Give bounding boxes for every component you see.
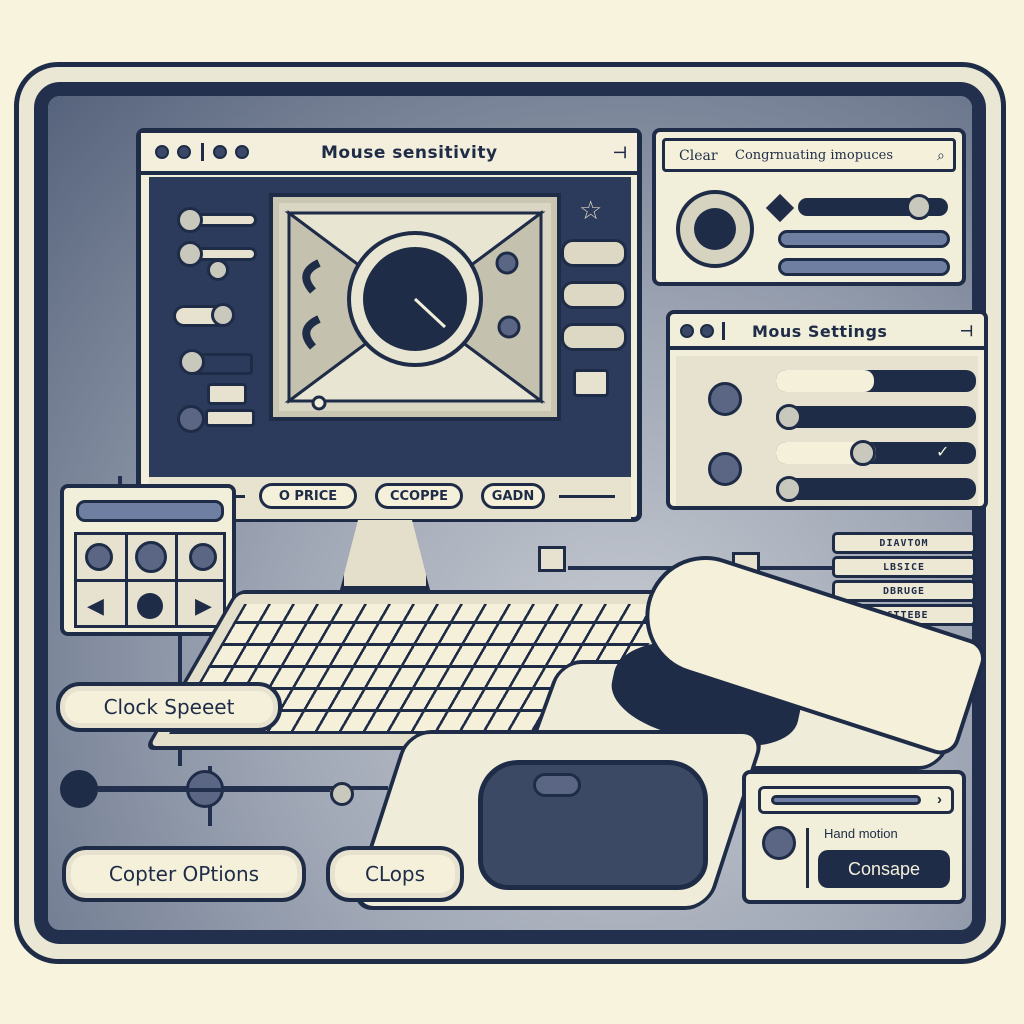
line-knob[interactable]: [60, 770, 98, 808]
connector-node: [538, 546, 566, 572]
option-bar[interactable]: [778, 230, 950, 248]
star-icon[interactable]: ☆: [579, 195, 603, 225]
setting-slider-3[interactable]: ✓: [776, 440, 976, 466]
titlebar-divider: [722, 322, 725, 340]
clock-speed-label: Clock Speeet: [103, 695, 235, 719]
menu-icon[interactable]: [573, 369, 609, 397]
hand-motion-input[interactable]: ›: [758, 786, 954, 814]
diamond-icon: [765, 193, 795, 223]
connector-line: [806, 828, 809, 888]
control-knob[interactable]: [189, 543, 217, 571]
window-control-icon[interactable]: [177, 145, 191, 159]
search-panel: Clear Congrnuating imopuces ⌕: [652, 128, 966, 286]
window-control-icon[interactable]: [680, 324, 694, 338]
right-arrow-icon[interactable]: [559, 495, 615, 498]
minimize-icon[interactable]: ⊣: [960, 323, 974, 340]
search-input[interactable]: Congrnuating imopuces: [735, 148, 894, 163]
side-button[interactable]: [561, 323, 627, 351]
option-bar[interactable]: [778, 258, 950, 276]
speed-dial[interactable]: [676, 190, 754, 268]
hand-motion-panel: › Hand motion Consape: [742, 770, 966, 904]
toggle-switch[interactable]: [205, 409, 255, 427]
side-button[interactable]: [561, 239, 627, 267]
mouse-settings-title: Mous Settings: [752, 322, 888, 341]
nav-button[interactable]: CCOPPE: [375, 483, 463, 509]
list-button[interactable]: DIAVTOM: [832, 532, 976, 554]
clops-label: CLops: [364, 862, 426, 886]
slider-knob[interactable]: [906, 194, 932, 220]
slider-knob[interactable]: [207, 259, 229, 281]
checkmark-icon: ✓: [936, 444, 950, 461]
list-button[interactable]: DBRUGE: [832, 580, 976, 602]
setting-slider-2[interactable]: [776, 404, 976, 430]
mini-control-panel: ◀ ▶: [60, 484, 236, 636]
setting-knob[interactable]: [708, 452, 742, 486]
setting-knob[interactable]: [708, 382, 742, 416]
slider-knob[interactable]: [177, 405, 205, 433]
computer-options-button[interactable]: Copter OPtions: [62, 846, 306, 902]
mini-panel-grid: ◀ ▶: [74, 532, 226, 628]
sensitivity-screen: ☆: [149, 177, 631, 477]
setting-slider-4[interactable]: [776, 476, 976, 502]
mini-panel-header: [76, 500, 224, 522]
hand-motion-label: Hand motion: [824, 826, 898, 841]
window-control-icon[interactable]: [155, 145, 169, 159]
slider-knob[interactable]: [850, 440, 876, 466]
nav-button[interactable]: O PRICE: [259, 483, 357, 509]
side-button[interactable]: [561, 281, 627, 309]
input-fill: [771, 795, 921, 805]
nav-button[interactable]: GADN: [481, 483, 545, 509]
window-control-icon[interactable]: [235, 145, 249, 159]
clock-speed-button[interactable]: Clock Speeet: [56, 682, 282, 732]
left-arrow-icon[interactable]: ◀: [87, 593, 104, 618]
mouse-icon[interactable]: [478, 760, 708, 890]
clops-button[interactable]: CLops: [326, 846, 464, 902]
search-bar[interactable]: Clear Congrnuating imopuces ⌕: [662, 138, 956, 172]
list-button[interactable]: LBSICE: [832, 556, 976, 578]
computer-options-label: Copter OPtions: [108, 862, 260, 886]
slider-knob[interactable]: [776, 404, 802, 430]
window-title: Mouse sensitivity: [321, 143, 498, 163]
control-knob[interactable]: [85, 543, 113, 571]
slider-knob[interactable]: [177, 241, 203, 267]
main-window: Mouse sensitivity ⊣: [136, 128, 642, 522]
window-control-icon[interactable]: [213, 145, 227, 159]
toggle-knob[interactable]: [179, 349, 205, 375]
line-knob[interactable]: [330, 782, 354, 806]
scroll-wheel-icon[interactable]: [533, 773, 581, 797]
dial-graphic: [284, 210, 546, 411]
slider-fill: [776, 370, 874, 392]
mouse-settings-titlebar: Mous Settings ⊣: [670, 314, 984, 350]
clear-label[interactable]: Clear: [679, 148, 718, 164]
minimize-icon[interactable]: ⊣: [613, 145, 627, 162]
slider-knob[interactable]: [776, 476, 802, 502]
right-arrow-icon[interactable]: ▶: [195, 593, 212, 618]
connector-line: [568, 566, 972, 570]
sensitivity-dial-panel: [269, 193, 561, 421]
motion-knob[interactable]: [762, 826, 796, 860]
connector-line: [98, 788, 330, 792]
titlebar-divider: [201, 143, 204, 161]
chevron-right-icon[interactable]: ›: [937, 791, 942, 808]
toggle-switch[interactable]: [207, 383, 247, 405]
window-titlebar: Mouse sensitivity ⊣: [141, 133, 637, 175]
slider-knob[interactable]: [177, 207, 203, 233]
window-control-icon[interactable]: [700, 324, 714, 338]
center-knob[interactable]: [137, 593, 163, 619]
setting-slider-1[interactable]: [776, 370, 976, 392]
search-icon[interactable]: ⌕: [937, 147, 945, 163]
toggle-knob[interactable]: [211, 303, 235, 327]
control-knob[interactable]: [135, 541, 167, 573]
mouse-settings-body: ✓: [676, 356, 978, 506]
dial-center-icon: [694, 208, 736, 250]
mouse-settings-panel: Mous Settings ⊣ ✓: [666, 310, 988, 510]
consape-button[interactable]: Consape: [818, 850, 950, 888]
